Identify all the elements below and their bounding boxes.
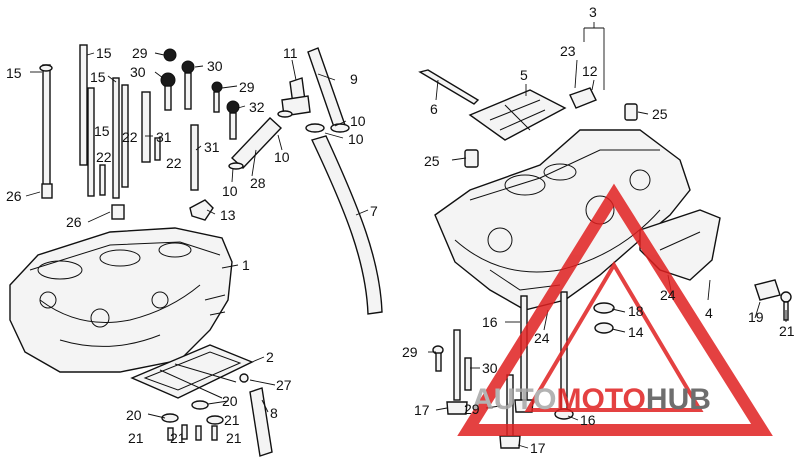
callout-25: 25	[424, 153, 440, 169]
callout-23: 23	[560, 43, 576, 59]
right-crankcase-drawing	[418, 69, 781, 311]
callout-26: 26	[6, 188, 22, 204]
watermark-logo: AUTOMOTOHUB	[457, 183, 773, 436]
callout-15: 15	[90, 69, 106, 85]
bottom-left-fasteners-drawing	[161, 400, 224, 441]
callout-21: 21	[779, 323, 795, 339]
callout-21: 21	[226, 430, 242, 446]
callout-29: 29	[132, 45, 148, 61]
callout-22: 22	[122, 129, 138, 145]
callout-16: 16	[580, 412, 596, 428]
callout-9: 9	[350, 71, 358, 87]
small-fasteners-drawing	[160, 48, 240, 221]
callout-3: 3	[589, 4, 597, 20]
watermark-hub: HUB	[646, 383, 711, 416]
stud-bolts-drawing	[39, 44, 161, 220]
callout-29: 29	[402, 344, 418, 360]
callout-12: 12	[582, 63, 598, 79]
callout-21: 21	[170, 430, 186, 446]
watermark-brand: AUTOMOTOHUB	[472, 383, 711, 416]
callout-24: 24	[660, 287, 676, 303]
callout-22: 22	[96, 149, 112, 165]
watermark-triangle	[457, 183, 773, 436]
callout-17: 17	[414, 402, 430, 418]
callout-21: 21	[128, 430, 144, 446]
callout-24: 24	[534, 330, 550, 346]
watermark-auto: AUTO	[472, 383, 556, 416]
callout-26: 26	[66, 214, 82, 230]
callout-25: 25	[652, 106, 668, 122]
callout-1: 1	[242, 257, 250, 273]
callout-10: 10	[348, 131, 364, 147]
callout-15: 15	[6, 65, 22, 81]
callout-6: 6	[430, 101, 438, 117]
leader-lines	[25, 22, 787, 449]
callout-7: 7	[370, 203, 378, 219]
callout-10: 10	[222, 183, 238, 199]
watermark-moto: MOTO	[556, 383, 645, 416]
callout-19: 19	[748, 309, 764, 325]
callout-29: 29	[239, 79, 255, 95]
callout-15: 15	[94, 123, 110, 139]
callout-14: 14	[628, 324, 644, 340]
callout-2: 2	[266, 349, 274, 365]
callout-28: 28	[250, 175, 266, 191]
callout-5: 5	[520, 67, 528, 83]
callout-18: 18	[628, 303, 644, 319]
callout-20: 20	[222, 393, 238, 409]
callout-31: 31	[204, 139, 220, 155]
callout-27: 27	[276, 377, 292, 393]
callout-22: 22	[166, 155, 182, 171]
callout-32: 32	[249, 99, 265, 115]
callout-labels: 15 15 15 15 29 30 30 29 32 31 22 22 22 3…	[6, 4, 795, 456]
callout-20: 20	[126, 407, 142, 423]
callout-8: 8	[270, 405, 278, 421]
callout-30: 30	[482, 360, 498, 376]
callout-21: 21	[224, 412, 240, 428]
callout-30: 30	[130, 64, 146, 80]
callout-31: 31	[156, 129, 172, 145]
left-crankcase-drawing	[9, 227, 233, 373]
callout-10: 10	[350, 113, 366, 129]
callout-10: 10	[274, 149, 290, 165]
callout-11: 11	[283, 45, 298, 61]
callout-15: 15	[96, 45, 112, 61]
oil-pipes-drawing	[228, 47, 383, 457]
callout-17: 17	[530, 440, 546, 456]
callout-13: 13	[220, 207, 236, 223]
callout-29: 29	[464, 401, 480, 417]
callout-4: 4	[705, 305, 713, 321]
callout-30: 30	[207, 58, 223, 74]
callout-16: 16	[482, 314, 498, 330]
